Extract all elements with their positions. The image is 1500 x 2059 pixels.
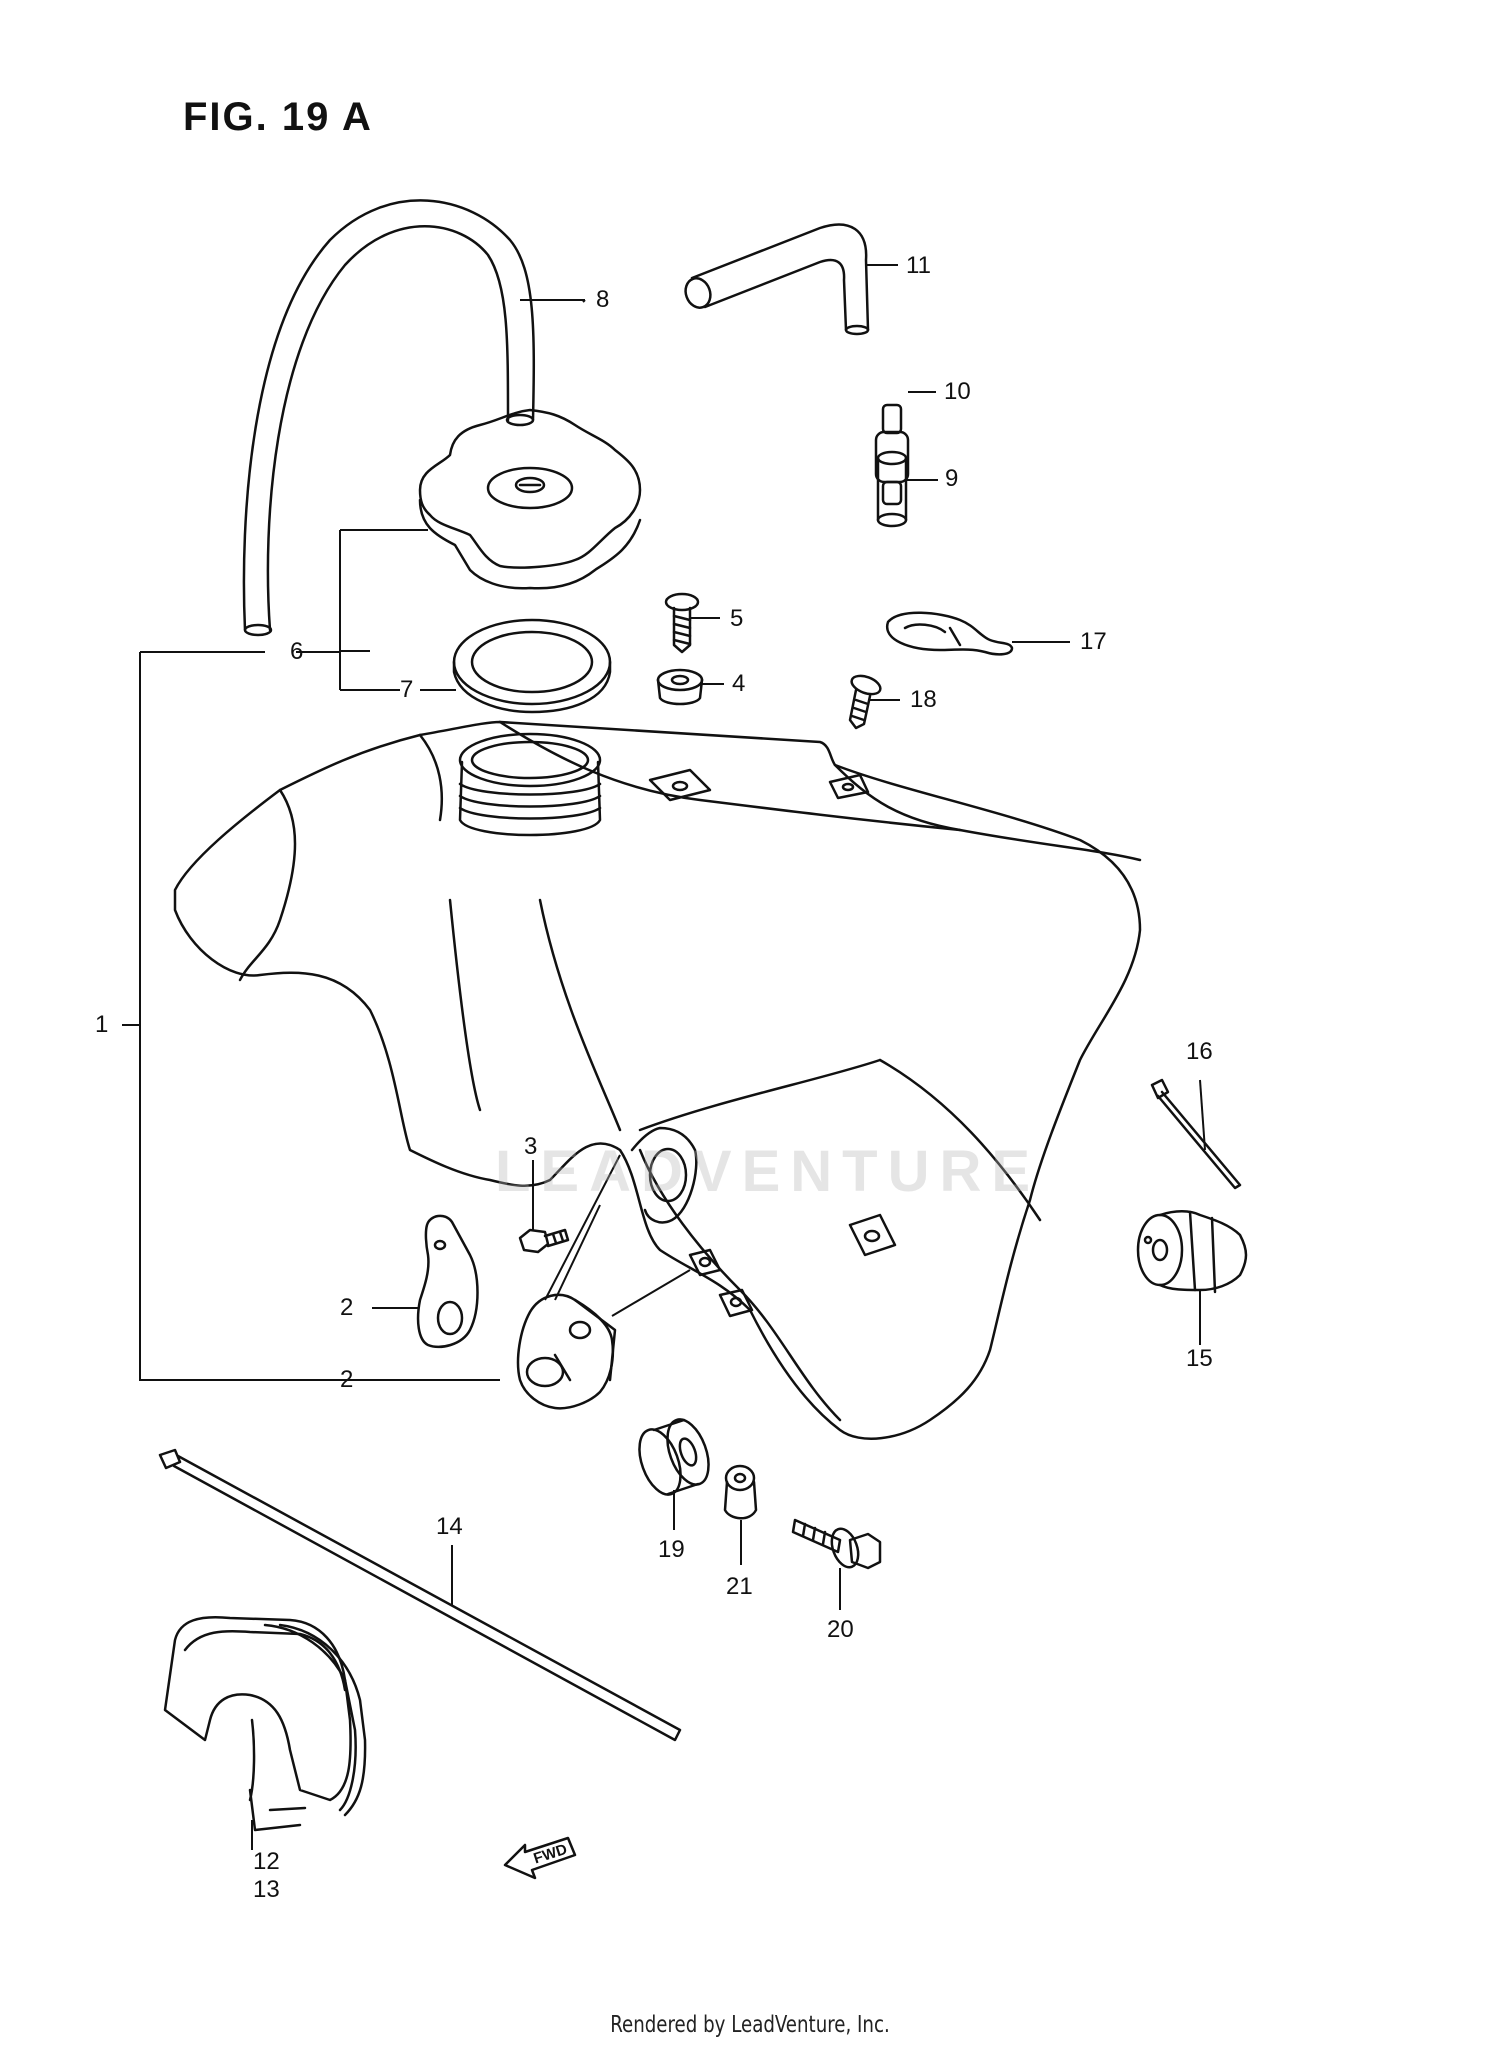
callout-8: 8 [596,286,610,313]
callout-18: 18 [910,686,937,713]
callout-10: 10 [944,378,971,405]
fuel-tank-part-1 [173,720,1142,1440]
short-tube-part-9 [876,450,908,528]
bolt-washer-part-20 [791,1518,882,1570]
vent-hose-part-11 [684,223,870,336]
callout-2-lower: 2 [340,1366,354,1393]
footer-credit: Rendered by LeadVenture, Inc. [610,2012,890,2038]
cable-tie-part-14 [158,1448,682,1742]
bracket-upper-part-2 [416,1214,479,1349]
damper-part-15 [1136,1210,1248,1294]
callout-17: 17 [1080,628,1107,655]
leader-lines [122,264,1206,1850]
callout-7: 7 [400,676,414,703]
callout-3: 3 [524,1133,538,1160]
callout-15: 15 [1186,1345,1213,1372]
callout-20: 20 [827,1616,854,1643]
gasket-part-7 [452,618,612,714]
screw-part-18 [848,674,882,730]
collar-part-21 [723,1464,758,1520]
fuel-cap-part-6 [418,408,642,590]
watermark-text: LEADVENTURE [495,1139,1041,1204]
callout-14: 14 [436,1513,463,1540]
grommet-part-4 [656,668,704,706]
callout-1: 1 [95,1011,109,1038]
callout-21: 21 [726,1573,753,1600]
protector-part-12-13 [163,1616,367,1832]
clamp-part-17 [885,611,1014,656]
callout-2-upper: 2 [340,1294,354,1321]
check-valve-part-10 [874,403,910,506]
callout-12: 12 [253,1848,280,1875]
screw-part-5 [664,592,700,654]
small-tie-part-16 [1150,1078,1242,1190]
callout-9: 9 [945,465,959,492]
breather-hose-part-8 [242,199,536,637]
rubber-grommet-part-19 [638,1418,710,1496]
callout-6: 6 [290,638,304,665]
callout-13: 13 [253,1876,280,1903]
callout-5: 5 [730,605,744,632]
figure-title: FIG. 19 A [183,95,373,139]
callout-19: 19 [658,1536,685,1563]
callout-11: 11 [906,252,931,279]
bracket-lower-part-2 [516,1293,617,1410]
bolt-part-3 [518,1228,570,1254]
callout-4: 4 [732,670,746,697]
callout-16: 16 [1186,1038,1213,1065]
forward-arrow [503,1836,577,1880]
